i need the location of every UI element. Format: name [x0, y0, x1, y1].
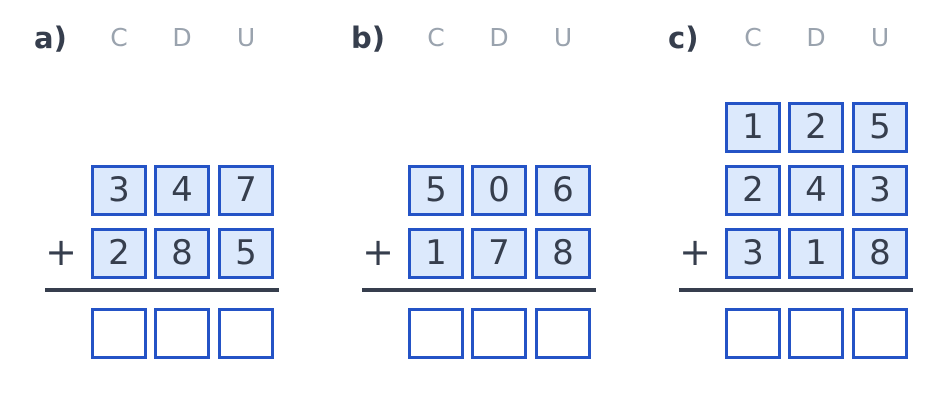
answer-box[interactable] — [91, 308, 147, 359]
digit-box: 8 — [154, 228, 210, 279]
plus-sign: + — [679, 230, 711, 274]
digit-box: 2 — [725, 165, 781, 216]
answer-box[interactable] — [852, 308, 908, 359]
digit-box: 3 — [852, 165, 908, 216]
digit-box: 3 — [725, 228, 781, 279]
column-header-u: U — [553, 23, 573, 52]
problem-label: b) — [351, 21, 386, 55]
digit-box: 6 — [535, 165, 591, 216]
column-header-d: D — [806, 23, 826, 52]
column-header-u: U — [236, 23, 256, 52]
column-header-c: C — [744, 23, 762, 52]
digit-box: 2 — [788, 102, 844, 153]
digit-box: 8 — [535, 228, 591, 279]
digit-box: 5 — [852, 102, 908, 153]
digit-box: 7 — [471, 228, 527, 279]
answer-box[interactable] — [218, 308, 274, 359]
column-header-d: D — [489, 23, 509, 52]
sum-line — [45, 288, 279, 292]
answer-box[interactable] — [535, 308, 591, 359]
column-header-c: C — [110, 23, 128, 52]
plus-sign: + — [45, 230, 77, 274]
digit-box: 1 — [725, 102, 781, 153]
digit-box: 2 — [91, 228, 147, 279]
sum-line — [362, 288, 596, 292]
digit-box: 7 — [218, 165, 274, 216]
column-header-d: D — [172, 23, 192, 52]
answer-box[interactable] — [788, 308, 844, 359]
digit-box: 5 — [408, 165, 464, 216]
problem-label: a) — [34, 21, 67, 55]
digit-box: 1 — [788, 228, 844, 279]
answer-box[interactable] — [408, 308, 464, 359]
sum-line — [679, 288, 913, 292]
digit-box: 4 — [154, 165, 210, 216]
digit-box: 3 — [91, 165, 147, 216]
digit-box: 1 — [408, 228, 464, 279]
digit-box: 4 — [788, 165, 844, 216]
digit-box: 8 — [852, 228, 908, 279]
answer-box[interactable] — [471, 308, 527, 359]
answer-box[interactable] — [725, 308, 781, 359]
digit-box: 5 — [218, 228, 274, 279]
digit-box: 0 — [471, 165, 527, 216]
column-header-u: U — [870, 23, 890, 52]
column-header-c: C — [427, 23, 445, 52]
problem-label: c) — [668, 21, 699, 55]
answer-box[interactable] — [154, 308, 210, 359]
plus-sign: + — [362, 230, 394, 274]
